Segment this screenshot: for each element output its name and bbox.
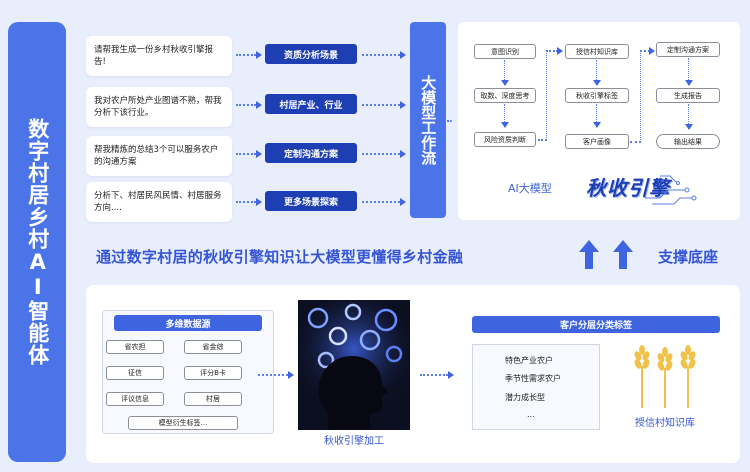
data-sources-title[interactable]: 多维数据源 xyxy=(114,315,262,331)
connector-line xyxy=(447,120,452,122)
knowledge-base-label: 授信村知识库 xyxy=(635,418,695,429)
wheat-icon xyxy=(634,345,696,408)
arrow-right-icon xyxy=(256,150,262,158)
scene-button-4[interactable]: 更多场景探索 xyxy=(265,191,357,211)
side-title-text: 数字村居乡村AI智能体 xyxy=(25,118,50,366)
arrow-right-icon xyxy=(400,101,406,109)
data-source-chip[interactable]: 评议信息 xyxy=(106,392,164,406)
arrow-down-icon xyxy=(593,122,601,128)
connector-line xyxy=(596,104,597,124)
flow-step[interactable]: 授信村知识库 xyxy=(565,44,629,59)
circuit-decoration-icon xyxy=(645,175,697,205)
connector-line xyxy=(236,104,256,106)
scene-button-2[interactable]: 村居产业、行业 xyxy=(265,94,357,114)
connector-line xyxy=(504,104,505,124)
prompt-card-4[interactable]: 分析下、村居民风民情、村居服务方向.... xyxy=(86,182,232,222)
arrow-right-icon xyxy=(557,47,563,55)
customer-tag-item[interactable]: 潜力成长型 xyxy=(505,392,545,402)
brand-logo: 秋收引擎 xyxy=(586,176,670,200)
prompt-card-2[interactable]: 我对农户所处产业图谱不熟，帮我分析下该行业。 xyxy=(86,87,232,127)
workflow-title: 大模型工作流 xyxy=(419,75,438,165)
side-title: 数字村居乡村AI智能体 xyxy=(8,22,66,462)
connector-line xyxy=(546,50,547,140)
prompt-card-3[interactable]: 帮我精炼的总结3个可以服务农户的沟通方案 xyxy=(86,136,232,176)
connector-line xyxy=(546,50,558,52)
connector-line xyxy=(504,60,505,82)
connector-line xyxy=(596,60,597,82)
connector-line xyxy=(420,374,448,376)
prompt-card-1[interactable]: 请帮我生成一份乡村秋收引擎报告! xyxy=(86,36,232,76)
prompt-text: 分析下、村居民风民情、村居服务方向.... xyxy=(94,190,222,213)
data-source-chip[interactable]: 模型衍生标签... xyxy=(128,416,238,430)
connector-line xyxy=(538,139,547,141)
slogan-text: 通过数字村居的秋收引擎知识让大模型更懂得乡村金融 xyxy=(96,248,464,266)
flow-step[interactable]: 定制沟通方案 xyxy=(656,42,720,57)
prompt-text: 帮我精炼的总结3个可以服务农户的沟通方案 xyxy=(94,144,219,167)
connector-line xyxy=(640,50,641,142)
arrow-right-icon xyxy=(400,198,406,206)
prompt-text: 请帮我生成一份乡村秋收引擎报告! xyxy=(94,44,214,67)
arrow-right-icon xyxy=(649,47,655,55)
connector-line xyxy=(236,153,256,155)
data-source-chip[interactable]: 评分B卡 xyxy=(184,366,242,380)
ai-engine-head-image xyxy=(298,300,410,430)
up-arrow-icon xyxy=(579,240,599,269)
customer-tag-item[interactable]: ... xyxy=(527,410,535,420)
connector-line xyxy=(362,104,400,106)
connector-line xyxy=(236,201,256,203)
data-source-chip[interactable]: 省农担 xyxy=(106,340,164,354)
data-source-chip[interactable]: 村居 xyxy=(184,392,242,406)
flow-step[interactable]: 取数、深度思考 xyxy=(474,88,536,103)
scene-button-1[interactable]: 资质分析场景 xyxy=(265,44,357,64)
engine-label: 秋收引擎加工 xyxy=(324,436,384,447)
customer-tag-item[interactable]: 季节性需求农户 xyxy=(505,374,561,384)
scene-button-3[interactable]: 定制沟通方案 xyxy=(265,143,357,163)
prompt-text: 我对农户所处产业图谱不熟，帮我分析下该行业。 xyxy=(94,95,222,118)
customer-tag-item[interactable]: 特色产业农户 xyxy=(505,355,553,365)
arrow-down-icon xyxy=(501,80,509,86)
flow-step[interactable]: 意图识别 xyxy=(474,44,536,59)
up-arrow-icon xyxy=(613,240,633,269)
customer-tags-title[interactable]: 客户分层分类标签 xyxy=(472,316,720,333)
connector-line xyxy=(362,54,400,56)
connector-line xyxy=(362,201,400,203)
connector-line xyxy=(630,141,641,143)
arrow-down-icon xyxy=(501,122,509,128)
flow-step[interactable]: 客户画像 xyxy=(565,134,629,149)
ai-model-label: AI大模型 xyxy=(508,182,552,195)
flow-step[interactable]: 生成报告 xyxy=(656,88,720,103)
support-label: 支撑底座 xyxy=(658,248,719,266)
workflow-column: 大模型工作流 xyxy=(410,22,446,218)
arrow-down-icon xyxy=(593,80,601,86)
data-source-chip[interactable]: 省金综 xyxy=(184,340,242,354)
arrow-right-icon xyxy=(400,51,406,59)
arrow-right-icon xyxy=(256,198,262,206)
connector-line xyxy=(258,374,288,376)
connector-line xyxy=(640,50,650,52)
connector-line xyxy=(236,54,256,56)
flow-step[interactable]: 风险资质判断 xyxy=(474,132,536,147)
flow-step[interactable]: 秋收引擎标签 xyxy=(565,88,629,103)
data-source-chip[interactable]: 征信 xyxy=(106,366,164,380)
arrow-right-icon xyxy=(288,371,294,379)
flow-step[interactable]: 输出结果 xyxy=(656,134,720,149)
arrow-right-icon xyxy=(256,101,262,109)
connector-line xyxy=(688,104,689,126)
arrow-down-icon xyxy=(685,124,693,130)
arrow-right-icon xyxy=(400,150,406,158)
customer-tags-list: 特色产业农户 季节性需求农户 潜力成长型 ... xyxy=(472,344,600,430)
arrow-right-icon xyxy=(256,51,262,59)
arrow-right-icon xyxy=(448,371,454,379)
connector-line xyxy=(362,153,400,155)
connector-line xyxy=(688,58,689,82)
arrow-down-icon xyxy=(685,80,693,86)
